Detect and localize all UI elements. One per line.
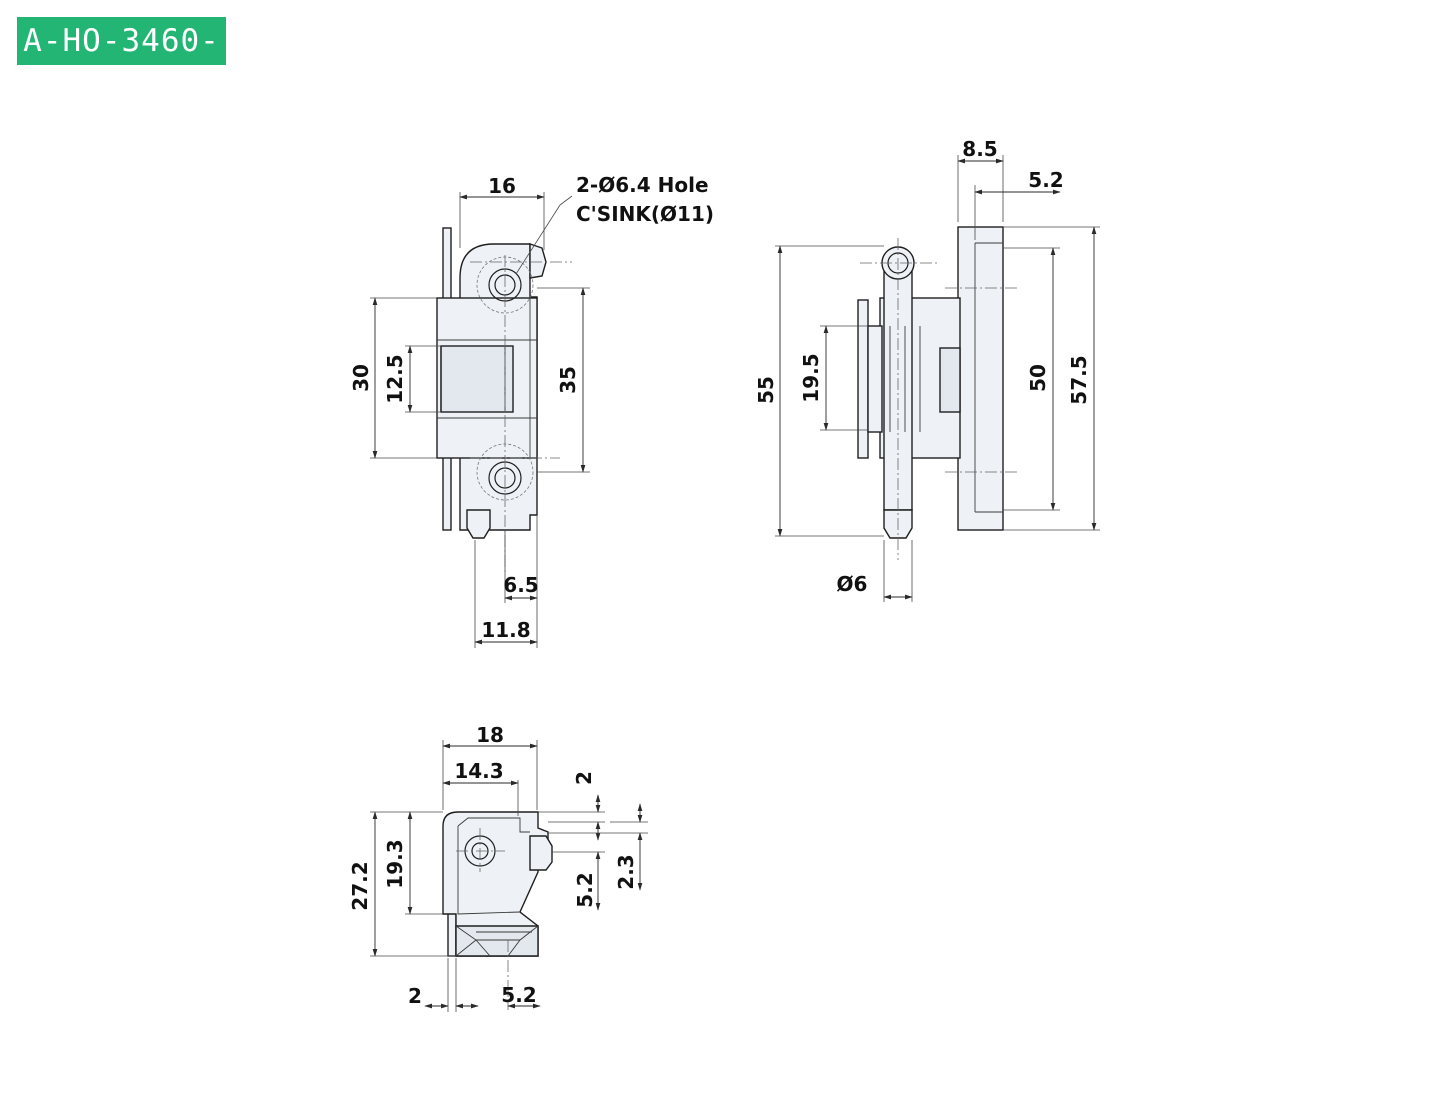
dim-width-top: 16	[488, 174, 516, 198]
hole-note-line2: C'SINK(Ø11)	[576, 202, 714, 226]
dim-hole-span: 50	[1026, 364, 1050, 392]
side-flange	[857, 299, 869, 459]
top-base-plate	[447, 911, 457, 957]
dim-block-height: 19.5	[799, 353, 823, 402]
part-number-tag: A-HO-3460-2	[17, 17, 226, 107]
dim-gap: 2.3	[614, 854, 638, 889]
dim-step-top: 2	[572, 771, 596, 785]
top-view: 18 14.3 2 27.2 19.3 5.2 2.3	[348, 723, 648, 1012]
dim-height-slot: 12.5	[383, 354, 407, 403]
dim-hole-height: 19.3	[383, 839, 407, 888]
front-slot	[440, 345, 514, 413]
dim-plate-height: 57.5	[1067, 355, 1091, 404]
dim-inner-width: 14.3	[454, 759, 503, 783]
dim-total-height: 27.2	[348, 861, 372, 910]
dim-hole-pitch: 35	[556, 366, 580, 394]
side-step	[939, 347, 961, 413]
dim-pin-offset: 6.5	[503, 573, 538, 597]
hole-note-line1: 2-Ø6.4 Hole	[576, 173, 709, 197]
dim-height-outer: 30	[349, 364, 373, 392]
dim-base-offset: 5.2	[501, 983, 536, 1007]
dim-total-width: 18	[476, 723, 504, 747]
dim-slot-height: 5.2	[573, 872, 597, 907]
dim-pin-length: 55	[754, 376, 778, 404]
top-nose	[529, 835, 553, 871]
dim-pin-dia: Ø6	[837, 572, 868, 596]
front-view: 16 2-Ø6.4 Hole C'SINK(Ø11) 30 12.5 35 6.…	[349, 173, 714, 648]
dim-base-thick: 2	[408, 984, 422, 1008]
side-flange-inner	[867, 325, 883, 433]
dim-body-depth: 11.8	[481, 618, 530, 642]
side-view: 8.5 5.2 55 19.5 50 57.5 Ø6	[754, 137, 1100, 602]
dim-plate-face: 5.2	[1028, 168, 1063, 192]
dim-plate-thick: 8.5	[962, 137, 997, 161]
front-pin-tip	[466, 509, 491, 539]
top-base-block	[455, 925, 539, 957]
side-mount-plate	[957, 226, 1004, 531]
